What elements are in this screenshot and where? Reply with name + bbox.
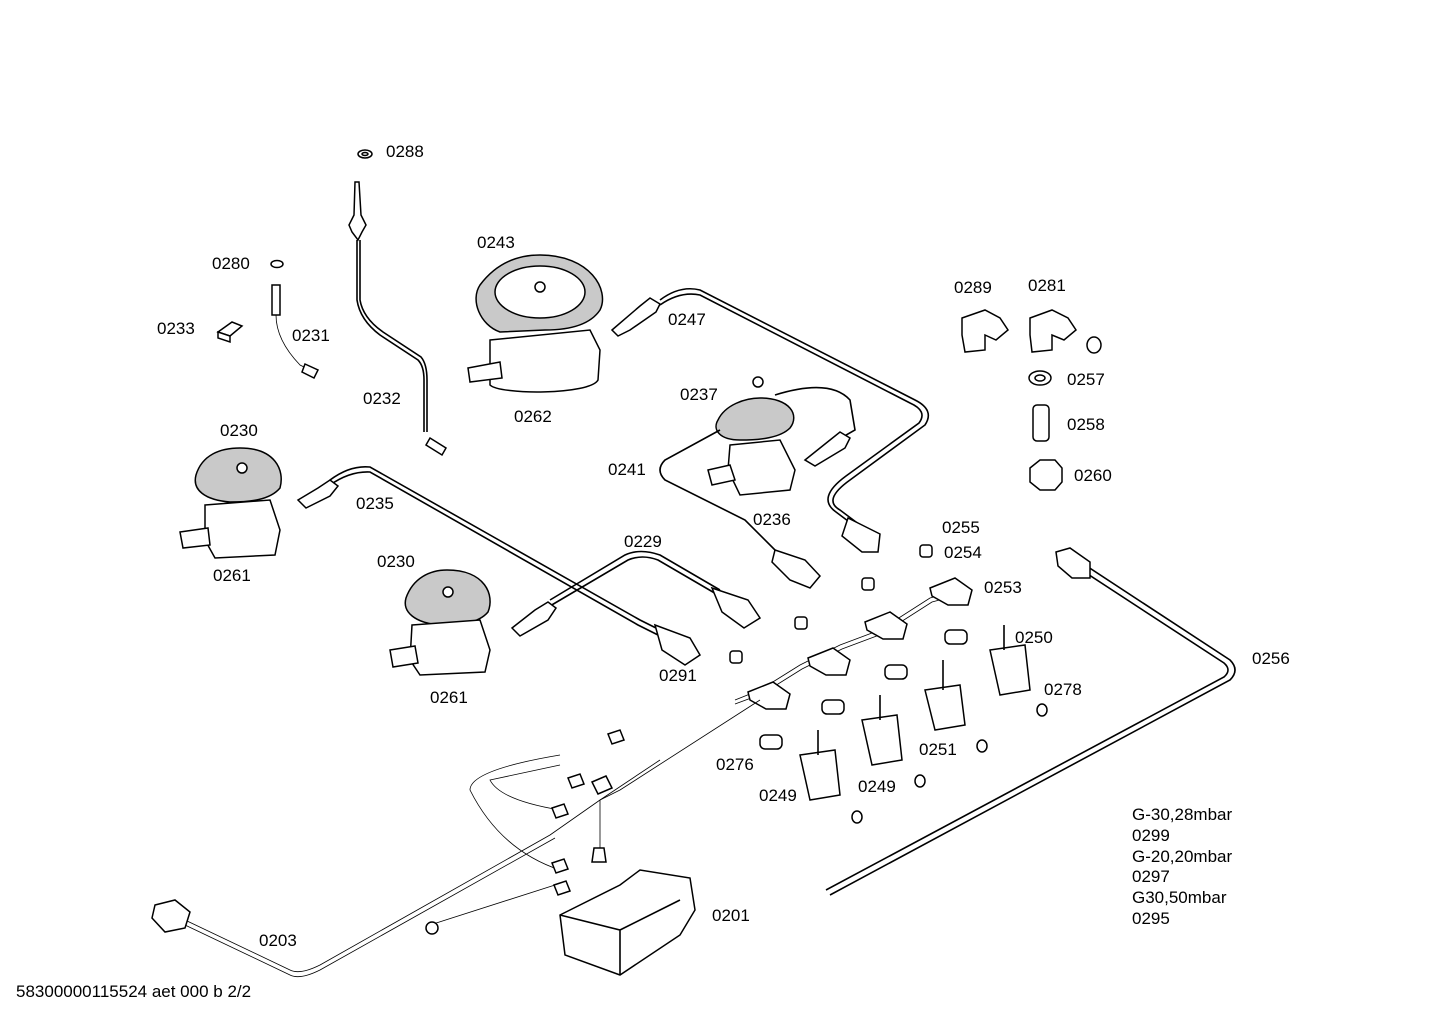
label-0230-center: 0230 (377, 552, 415, 571)
label-0236: 0236 (753, 510, 791, 529)
label-0254: 0254 (944, 543, 982, 562)
pipe-0229 (549, 550, 721, 601)
springs (729, 544, 933, 664)
burner-0261-left (179, 447, 282, 559)
label-0288: 0288 (386, 142, 424, 161)
burner-0236 (659, 376, 856, 589)
pipe-0247 (659, 287, 930, 526)
pipe-0256 (829, 554, 1236, 896)
gas-valves (759, 625, 1048, 824)
ignition-module-0201 (559, 869, 696, 976)
label-0249-left: 0249 (759, 786, 797, 805)
label-0253: 0253 (984, 578, 1022, 597)
label-0258: 0258 (1067, 415, 1105, 434)
burner-0262 (467, 254, 604, 393)
label-0291: 0291 (659, 666, 697, 685)
label-0256: 0256 (1252, 649, 1290, 668)
gas-variant-list: G-30,28mbar 0299 G-20,20mbar 0297 G30,50… (1132, 805, 1232, 930)
label-0257: 0257 (1067, 370, 1105, 389)
label-0237: 0237 (680, 385, 718, 404)
label-0251: 0251 (919, 740, 957, 759)
label-0247: 0247 (668, 310, 706, 329)
label-0289: 0289 (954, 278, 992, 297)
wiring-harness-0203 (151, 699, 761, 978)
label-0203: 0203 (259, 931, 297, 950)
label-0232: 0232 (363, 389, 401, 408)
label-0281: 0281 (1028, 276, 1066, 295)
label-0201: 0201 (712, 906, 750, 925)
label-0278: 0278 (1044, 680, 1082, 699)
gas-variant-2-part: 0295 (1132, 908, 1170, 928)
label-0235: 0235 (356, 494, 394, 513)
gas-variant-2-gas: G30,50mbar (1132, 888, 1227, 908)
label-0261-center: 0261 (430, 688, 468, 707)
label-0260: 0260 (1074, 466, 1112, 485)
label-0233: 0233 (157, 319, 195, 338)
label-0261-left: 0261 (213, 566, 251, 585)
thermocouple-0232 (348, 149, 448, 457)
pipe-0235 (329, 465, 661, 631)
label-0250: 0250 (1015, 628, 1053, 647)
label-0243: 0243 (477, 233, 515, 252)
gas-variant-0-gas: G-30,28mbar (1132, 805, 1233, 824)
gas-variant-0-part: 0299 (1132, 825, 1170, 845)
gas-variant-1-part: 0297 (1132, 867, 1170, 887)
burner-0261-center (389, 569, 491, 676)
label-0229: 0229 (624, 532, 662, 551)
gas-variant-1-gas: G-20,20mbar (1132, 846, 1233, 866)
electrode-0231 (216, 259, 320, 380)
label-0276: 0276 (716, 755, 754, 774)
label-0262: 0262 (514, 407, 552, 426)
document-footer-id: 58300000115524 aet 000 b 2/2 (16, 982, 252, 1001)
label-0280: 0280 (212, 254, 250, 273)
label-0241: 0241 (608, 460, 646, 479)
fittings (961, 309, 1102, 491)
label-0231: 0231 (292, 326, 330, 345)
label-0249-right: 0249 (858, 777, 896, 796)
label-0230-left: 0230 (220, 421, 258, 440)
label-0255: 0255 (942, 518, 980, 537)
